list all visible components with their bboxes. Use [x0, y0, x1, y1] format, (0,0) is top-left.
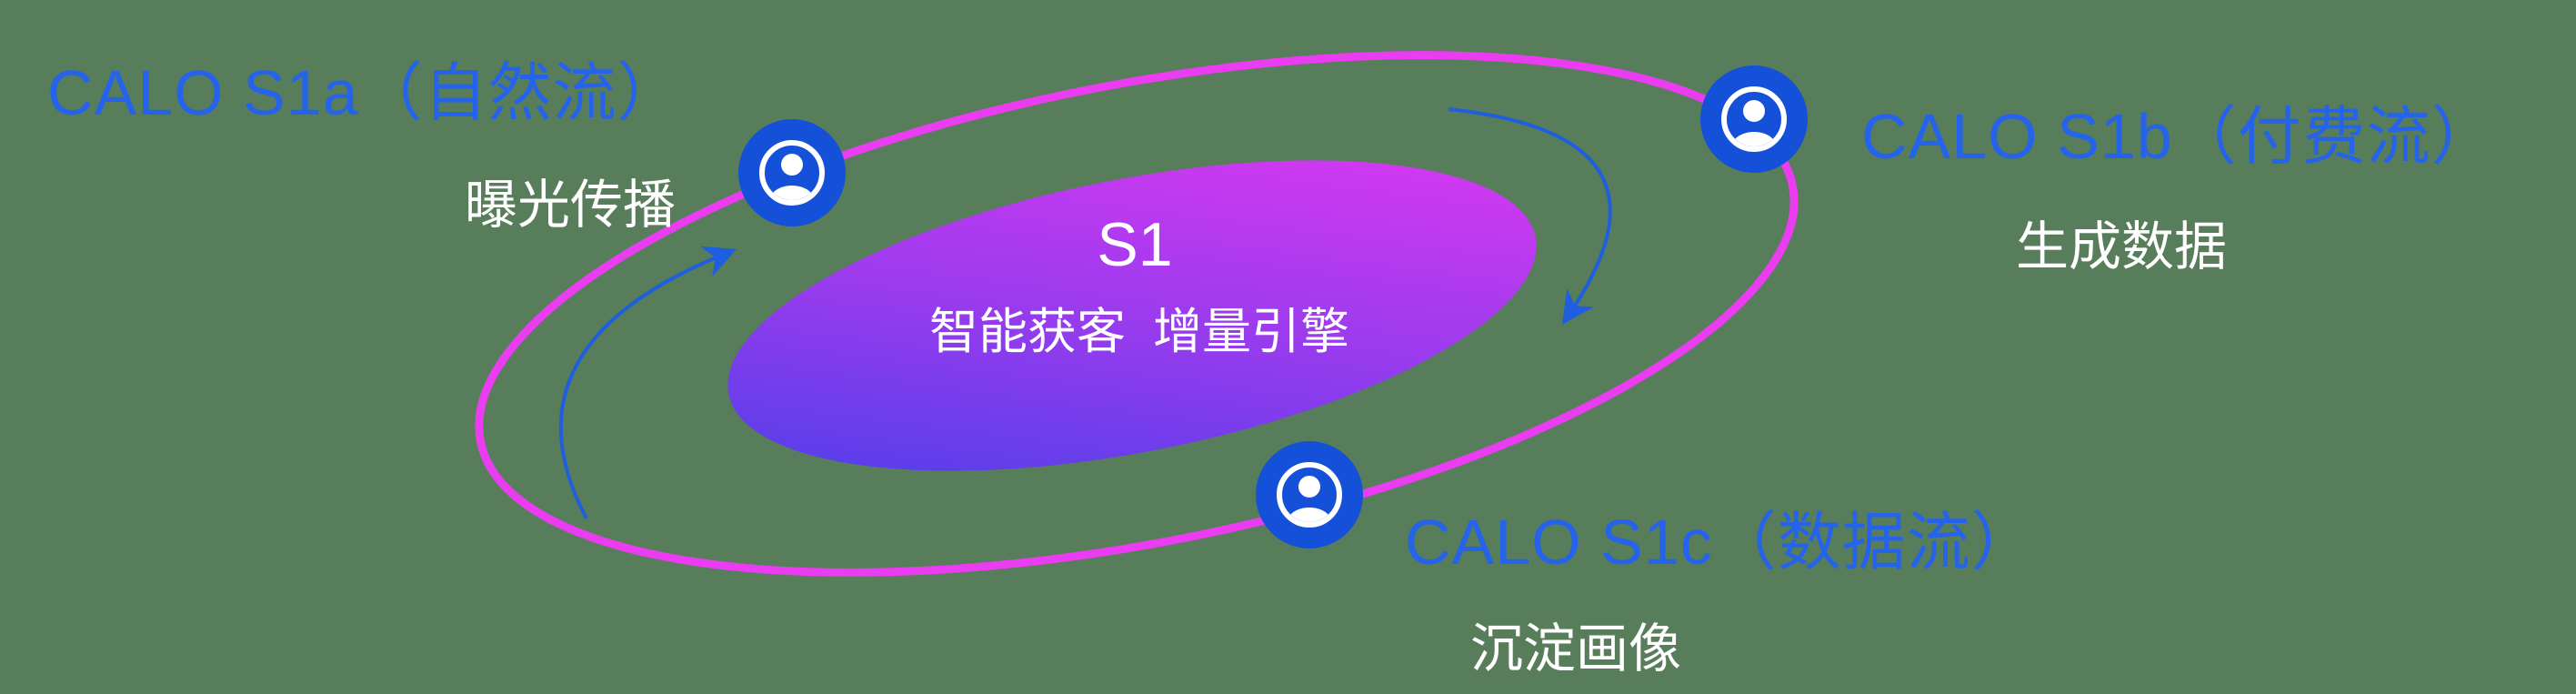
core-ellipse: [727, 160, 1537, 471]
user-icon-s1c: [1256, 441, 1363, 548]
orbit-ring: [475, 51, 1799, 577]
user-icon-s1b: [1700, 65, 1808, 173]
node-sublabel-s1c: 沉淀画像: [1469, 619, 1682, 679]
node-sublabel-s1b: 生成数据: [2015, 217, 2228, 277]
flow-arrow-top-right: [1448, 107, 1612, 325]
node-label-s1a: CALO S1a（自然流）: [47, 57, 682, 128]
user-icon-s1a: [738, 119, 846, 226]
node-label-s1c: CALO S1c（数据流）: [1405, 507, 2036, 578]
node-sublabel-s1a: 曝光传播: [464, 176, 677, 235]
flow-arrow-left: [558, 246, 737, 519]
node-label-s1b: CALO S1b（付费流）: [1861, 101, 2496, 172]
core-title: S1: [1097, 210, 1173, 279]
core-subtitle: 智能获客 增量引擎: [928, 305, 1350, 359]
